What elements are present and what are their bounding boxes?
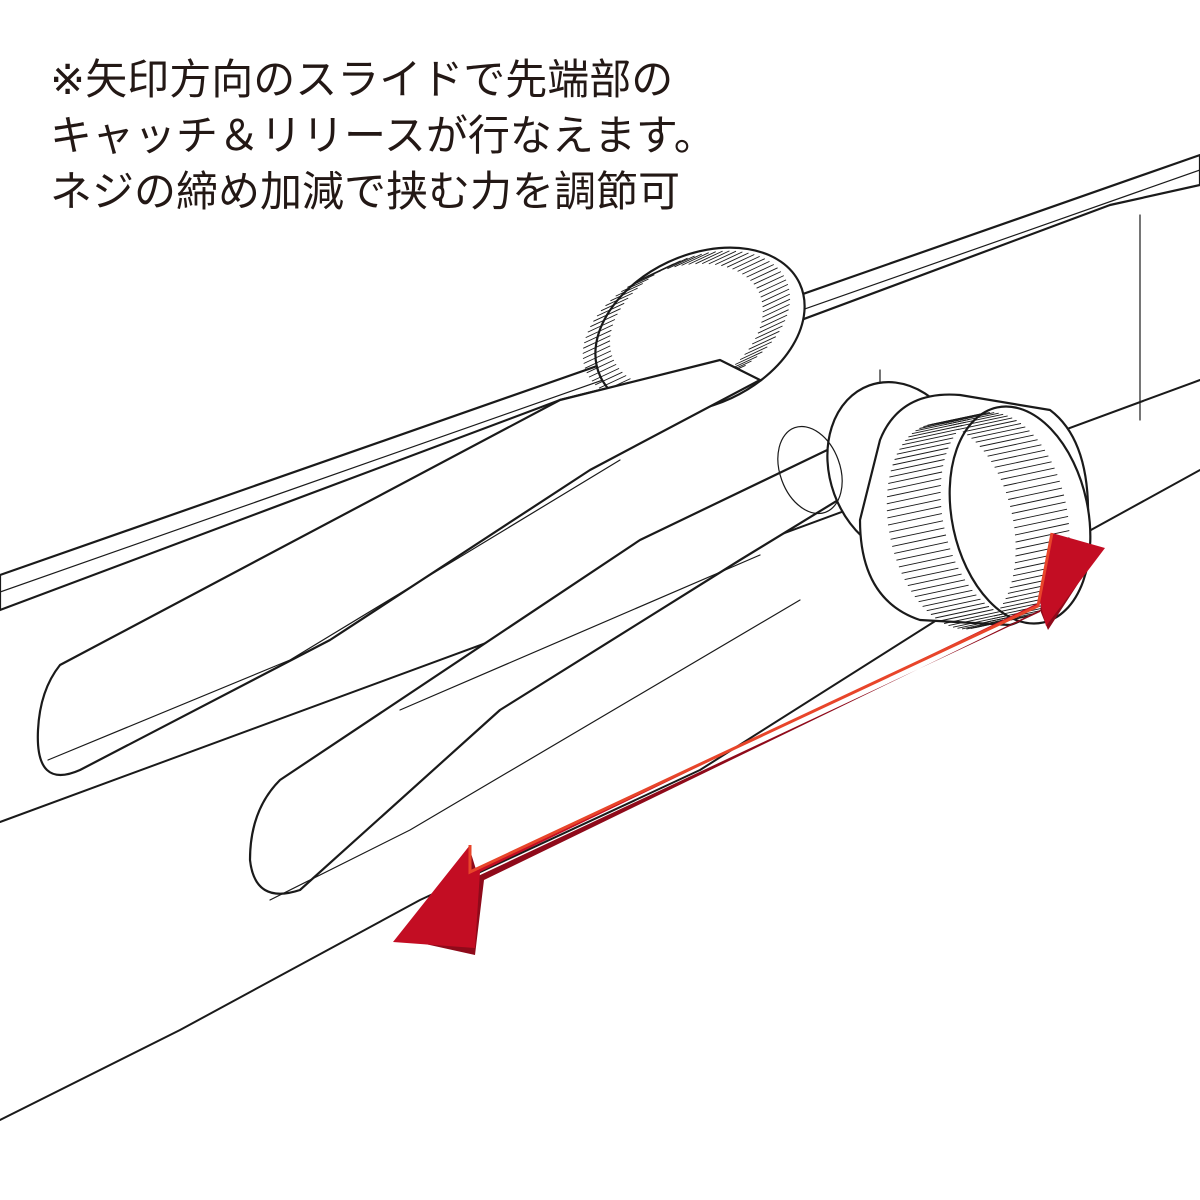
left-tweezer-tip [36, 358, 762, 776]
caption: ※矢印方向のスライドで先端部の キャッチ＆リリースが行なえます。 ネジの締め加減… [50, 52, 1150, 220]
caption-line-1: ※矢印方向のスライドで先端部の [50, 55, 674, 104]
caption-line-2: キャッチ＆リリースが行なえます。 [50, 111, 716, 160]
caption-line-3: ネジの締め加減で挟む力を調節可 [50, 167, 681, 216]
right-tweezer-tip [248, 413, 922, 901]
front-knob [777, 381, 1092, 630]
double-headed-arrow-icon [393, 532, 1105, 955]
